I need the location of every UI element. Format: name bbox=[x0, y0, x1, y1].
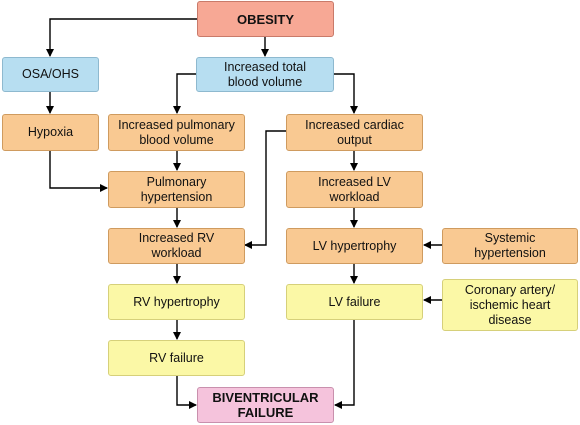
node-hypoxia: Hypoxia bbox=[2, 114, 99, 151]
arrow-blood-volume-to-pulmonary-volume bbox=[173, 73, 196, 114]
node-rv-failure: RV failure bbox=[108, 340, 245, 376]
node-increased-total-blood-volume: Increased total blood volume bbox=[196, 57, 334, 92]
node-systemic-hypertension: Systemic hypertension bbox=[442, 228, 578, 264]
node-obesity: OBESITY bbox=[197, 1, 334, 37]
node-lv-failure: LV failure bbox=[286, 284, 423, 320]
arrow-hypoxia-to-pulmonary-hypertension bbox=[49, 151, 108, 192]
arrow-blood-volume-to-cardiac-output bbox=[334, 73, 358, 114]
node-rv-hypertrophy: RV hypertrophy bbox=[108, 284, 245, 320]
node-increased-lv-workload: Increased LV workload bbox=[286, 171, 423, 208]
node-pulmonary-hypertension: Pulmonary hypertension bbox=[108, 171, 245, 208]
node-biventricular-failure: BIVENTRICULAR FAILURE bbox=[197, 387, 334, 423]
node-increased-cardiac-output: Increased cardiac output bbox=[286, 114, 423, 151]
arrow-cardiac-output-to-rv-workload bbox=[244, 130, 286, 249]
node-lv-hypertrophy: LV hypertrophy bbox=[286, 228, 423, 264]
node-increased-pulmonary-blood-volume: Increased pulmonary blood volume bbox=[108, 114, 245, 151]
node-increased-rv-workload: Increased RV workload bbox=[108, 228, 245, 264]
node-osa-ohs: OSA/OHS bbox=[2, 57, 99, 92]
arrow-obesity-to-osa bbox=[46, 18, 197, 57]
arrow-lv-failure-to-biventricular bbox=[334, 320, 355, 409]
node-coronary-artery-disease: Coronary artery/ ischemic heart disease bbox=[442, 279, 578, 331]
arrow-rv-failure-to-biventricular bbox=[176, 376, 197, 409]
